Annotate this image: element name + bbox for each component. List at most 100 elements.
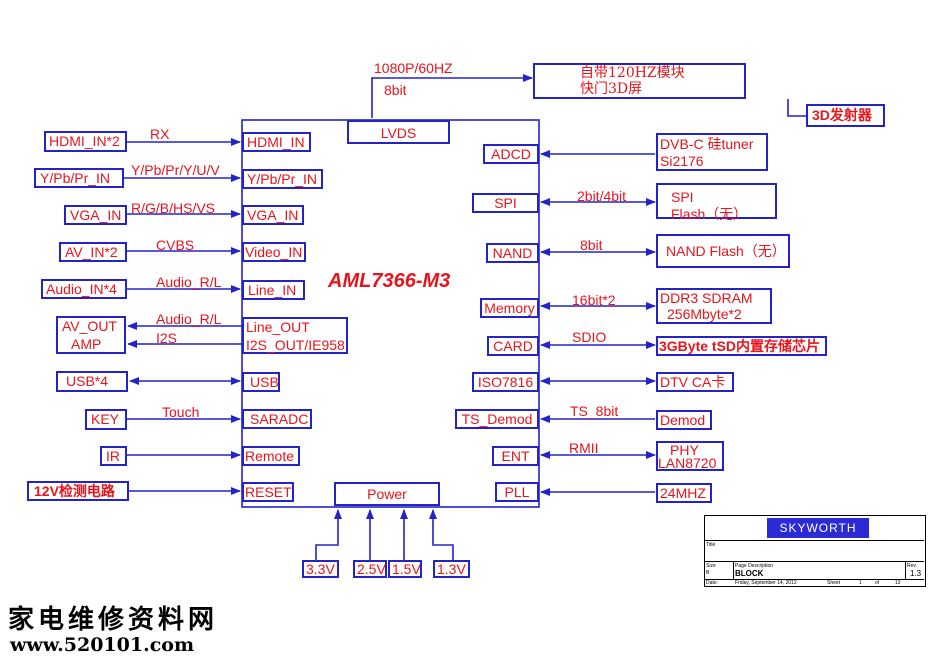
rail-3v3-line — [315, 509, 342, 560]
pin-video-in: Video_IN — [242, 242, 306, 262]
signal-audio-in: Audio_R/L — [156, 274, 222, 290]
desc-value: BLOCK — [735, 569, 764, 578]
input-usb: USB*4 — [56, 371, 128, 392]
title-block: SKYWORTH Title Size B Page Description B… — [704, 515, 926, 587]
phy-block: PHY LAN8720 — [656, 441, 724, 471]
clock-block: 24MHZ — [656, 483, 712, 503]
sheet-of: of — [875, 580, 880, 586]
phy-line1: PHY — [670, 442, 699, 458]
size-divider — [705, 561, 924, 562]
output-audio-group: AV_OUT AMP — [56, 316, 126, 354]
pin-iso7816: ISO7816 — [472, 372, 539, 392]
signal-touch: Touch — [162, 404, 200, 420]
signal-spi-bits: 2bit/4bit — [577, 188, 627, 204]
rail-1v3-line — [429, 509, 454, 560]
rail-1v5: 1.5V — [388, 560, 422, 578]
watermark-url: www.520101.com — [10, 634, 195, 656]
signal-audio-out: Audio_R/L — [156, 311, 222, 327]
desc-label: Page Description — [735, 563, 774, 569]
pin-ent: ENT — [492, 446, 539, 466]
signal-ypbpr: Y/Pb/Pr/Y/U/V — [131, 162, 220, 178]
pin-reset: RESET — [242, 482, 294, 502]
sheet-label: Sheet — [827, 580, 841, 586]
pin-line-in: Line_IN — [242, 280, 305, 300]
size-label: Size — [706, 563, 716, 569]
title-divider — [705, 540, 924, 541]
signal-lvds-bits: 8bit — [384, 82, 407, 98]
pin-ypbpr-in: Y/Pb/Pr_IN — [242, 169, 323, 189]
input-audio: Audio_IN*4 — [41, 279, 127, 299]
pin-hdmi-in: HDMI_IN — [242, 132, 311, 152]
phy-line2: LAN8720 — [658, 455, 717, 471]
lvds-connection — [371, 74, 533, 118]
pin-saradc: SARADC — [242, 409, 312, 429]
emitter-connection — [787, 99, 806, 117]
pin-power: Power — [334, 482, 440, 506]
input-ir: IR — [100, 446, 127, 466]
signal-ts: TS_8bit — [570, 403, 619, 419]
rail-3v3: 3.3V — [302, 560, 339, 578]
signal-rx: RX — [150, 126, 170, 142]
rev-col-divider — [905, 561, 906, 579]
panel-3d-block: 自带120HZ模块 快门3D屏 — [533, 63, 746, 99]
pin-vga-in: VGA_IN — [242, 205, 304, 225]
panel-line1: 自带120HZ模块 — [580, 65, 685, 81]
nand-flash-block: NAND Flash（无） — [656, 234, 790, 268]
ca-block: DTV CA卡 — [656, 372, 734, 392]
rail-1v3: 1.3V — [433, 560, 470, 578]
input-key: KEY — [85, 409, 127, 430]
sheet-number: 1 — [859, 580, 862, 586]
signal-rgb: R/G/B/HS/VS — [131, 200, 216, 216]
date-value: Friday, September 14, 2012 — [735, 580, 797, 586]
output-av-out: AV_OUT — [62, 318, 117, 334]
pin-remote: Remote — [242, 446, 300, 466]
signal-nand-bits: 8bit — [580, 237, 603, 253]
pin-i2s-out: I2S_OUT/IE958 — [246, 337, 345, 353]
tuner-line2: Si2176 — [660, 153, 704, 169]
pin-audio-out-group: Line_OUT I2S_OUT/IE958 — [242, 317, 348, 354]
rail-2v5: 2.5V — [353, 560, 387, 578]
panel-line2: 快门3D屏 — [580, 81, 643, 97]
signal-sdio: SDIO — [572, 329, 607, 345]
pin-nand: NAND — [486, 243, 539, 263]
output-amp: AMP — [71, 336, 102, 352]
ddr-block: DDR3 SDRAM 256Mbyte*2 — [656, 288, 772, 324]
pin-usb: USB — [242, 372, 280, 392]
rev-value: 1.3 — [910, 569, 922, 578]
date-divider — [705, 579, 924, 580]
pin-pll: PLL — [495, 482, 539, 502]
pin-lvds: LVDS — [347, 120, 450, 144]
size-value: B — [706, 570, 710, 576]
tuner-block: DVB-C 硅tuner Si2176 — [656, 133, 768, 171]
brand-logo: SKYWORTH — [767, 518, 869, 538]
signal-lvds-res: 1080P/60HZ — [374, 60, 453, 76]
signal-mem-bits: 16bit*2 — [572, 292, 616, 308]
date-label: Date: — [706, 580, 718, 586]
signal-rmii: RMII — [569, 440, 599, 456]
spi-flash-line1: SPI — [671, 189, 694, 205]
spi-flash-block: SPI Flash（无） — [656, 183, 777, 222]
input-vga: VGA_IN — [64, 205, 127, 225]
pin-spi: SPI — [472, 193, 539, 213]
chip-name: AML7366-M3 — [328, 270, 451, 292]
sheet-total: 13 — [895, 580, 901, 586]
pin-card: CARD — [487, 336, 539, 356]
emitter-block: 3D发射器 — [806, 104, 885, 127]
demod-block: Demod — [656, 410, 712, 430]
spi-flash-line2: Flash（无） — [671, 206, 748, 222]
signal-i2s: I2S — [156, 330, 178, 346]
pin-adcd: ADCD — [483, 144, 539, 164]
input-av: AV_IN*2 — [59, 242, 127, 262]
title-label: Title — [706, 542, 716, 548]
tuner-line1: DVB-C 硅tuner — [660, 136, 754, 152]
rev-label: Rev — [907, 563, 916, 569]
size-col-divider — [733, 561, 734, 579]
ddr-line2: 256Mbyte*2 — [667, 306, 742, 322]
input-ypbpr: Y/Pb/Pr_IN — [34, 168, 124, 188]
input-12v-detect: 12V检测电路 — [27, 481, 129, 501]
pin-memory: Memory — [480, 298, 539, 318]
watermark-site-name: 家电维修资料网 — [8, 605, 219, 635]
signal-cvbs: CVBS — [156, 237, 195, 253]
